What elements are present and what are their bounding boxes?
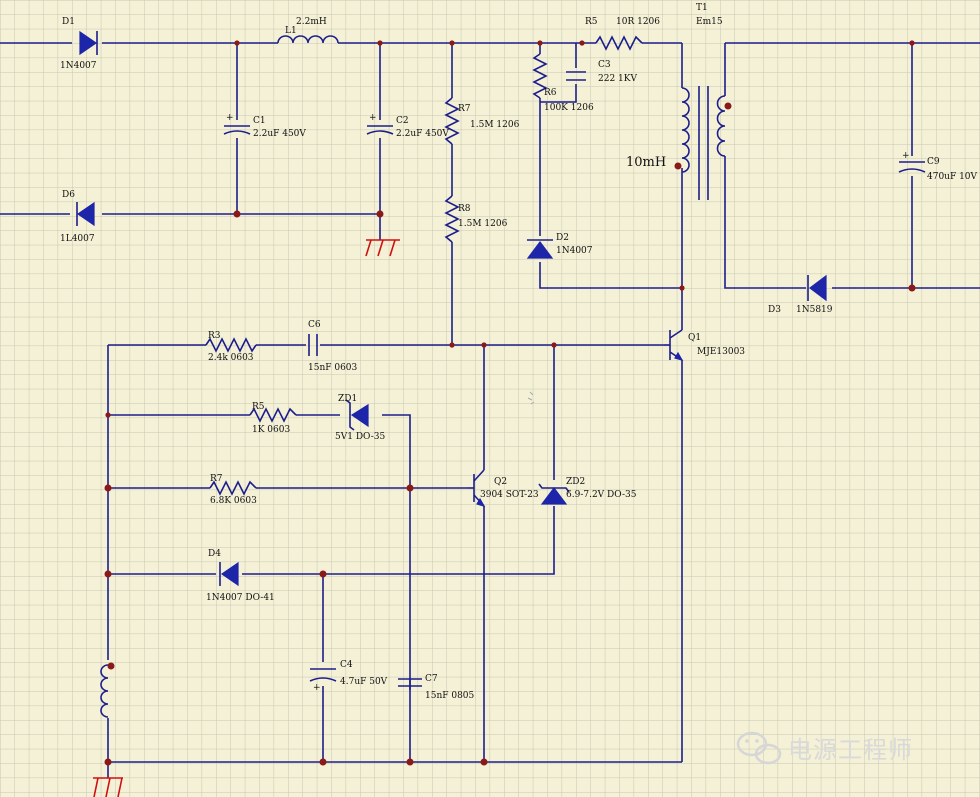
label-r5b-ref: R5 [252, 402, 265, 412]
label-q1-value: MJE13003 [697, 347, 745, 357]
label-r5b-value: 1K 0603 [252, 425, 290, 435]
resistor-r8 [444, 195, 460, 243]
label-r5-ref: R5 [585, 17, 598, 27]
label-c1-ref: C1 [253, 116, 266, 126]
label-c2-ref: C2 [396, 116, 409, 126]
diode-d3 [807, 274, 827, 302]
label-r8-ref: R8 [458, 204, 471, 214]
capacitor-c6 [308, 334, 318, 356]
inductor-bottom [100, 662, 115, 718]
label-d2-value: 1N4007 [556, 246, 593, 256]
resistor-r5 [595, 35, 643, 51]
label-c2-value: 2.2uF 450V [396, 129, 449, 139]
label-zd2-value: 6.9-7.2V DO-35 [566, 490, 637, 500]
resistor-r6 [532, 53, 548, 99]
label-r3-ref: R3 [208, 331, 221, 341]
transformer-t1 [674, 86, 732, 200]
label-t1-value: Em15 [696, 17, 723, 27]
cursor-mark [527, 391, 535, 405]
label-c4-value: 4.7uF 50V [340, 677, 388, 687]
label-r6-value: 100K 1206 [544, 103, 594, 113]
label-d1-ref: D1 [62, 17, 75, 27]
label-d4-value: 1N4007 DO-41 [206, 593, 275, 603]
label-inductance: 10mH [626, 155, 666, 170]
zener-zd1 [345, 399, 369, 431]
label-d3-ref: D3 [768, 305, 781, 315]
label-r7b-ref: R7 [210, 474, 223, 484]
label-r7-value: 1.5M 1206 [470, 120, 520, 130]
zener-zd2 [538, 483, 570, 505]
resistor-r7 [444, 97, 460, 145]
inductor-l1 [277, 35, 339, 44]
label-l1-ref: L1 [285, 26, 297, 36]
label-c6-ref: C6 [308, 320, 321, 330]
capacitor-c1: + [223, 113, 251, 135]
svg-text:+: + [313, 683, 321, 693]
diode-d2 [526, 239, 554, 259]
label-d2-ref: D2 [556, 233, 569, 243]
label-c6-value: 15nF 0603 [308, 363, 358, 373]
label-c3-ref: C3 [598, 60, 611, 70]
watermark: 电源工程师 [736, 731, 913, 765]
capacitor-c4: + [309, 668, 337, 693]
label-q2-ref: Q2 [494, 477, 507, 487]
label-r7-ref: R7 [458, 104, 471, 114]
label-c9-value: 470uF 10V [927, 172, 978, 182]
component-labels: D1 1N4007 D6 1L4007 L1 2.2mH C1 2.2uF 45… [60, 3, 978, 701]
label-d1-value: 1N4007 [60, 61, 97, 71]
label-zd1-value: 5V1 DO-35 [335, 432, 386, 442]
label-zd1-ref: ZD1 [338, 394, 357, 404]
capacitor-c7 [398, 678, 422, 687]
resistor-r7-lower [209, 480, 257, 496]
transistor-q1 [664, 329, 684, 361]
diode-d1 [79, 30, 98, 56]
junction-nodes [104, 40, 916, 766]
wechat-icon [736, 731, 782, 765]
ground-symbol-top [365, 239, 400, 257]
label-r3-value: 2.4k 0603 [208, 353, 254, 363]
label-d6-ref: D6 [62, 190, 75, 200]
svg-text:+: + [226, 113, 234, 123]
watermark-text: 电源工程师 [788, 736, 913, 764]
label-r8-value: 1.5M 1206 [458, 219, 508, 229]
ground-symbol-bottom [93, 777, 123, 797]
capacitor-c2: + [366, 113, 394, 135]
capacitor-c9: + [898, 151, 926, 173]
resistor-r5-lower [249, 407, 297, 423]
label-r6-ref: R6 [544, 88, 557, 98]
label-c7-value: 15nF 0805 [425, 691, 475, 701]
label-r7b-value: 6.8K 0603 [210, 496, 257, 506]
svg-text:+: + [369, 113, 377, 123]
label-r5-value: 10R 1206 [616, 17, 660, 27]
label-c7-ref: C7 [425, 674, 438, 684]
label-q1-ref: Q1 [688, 333, 701, 343]
label-l1-value: 2.2mH [296, 17, 327, 27]
label-t1-ref: T1 [696, 3, 708, 13]
wires [0, 42, 980, 778]
label-c4-ref: C4 [340, 660, 353, 670]
svg-text:+: + [902, 151, 910, 161]
capacitor-c3 [566, 71, 586, 81]
label-c9-ref: C9 [927, 157, 940, 167]
resistor-r3 [205, 337, 257, 353]
label-c3-value: 222 1KV [598, 74, 637, 84]
label-q2-value: 3904 SOT-23 [480, 490, 539, 500]
label-d4-ref: D4 [208, 549, 221, 559]
label-c1-value: 2.2uF 450V [253, 129, 306, 139]
label-d3-value: 1N5819 [796, 305, 833, 315]
diode-d4 [219, 561, 239, 587]
transistor-q2 [468, 469, 486, 507]
label-zd2-ref: ZD2 [566, 477, 585, 487]
diode-d6 [76, 201, 95, 227]
label-d6-value: 1L4007 [60, 234, 95, 244]
